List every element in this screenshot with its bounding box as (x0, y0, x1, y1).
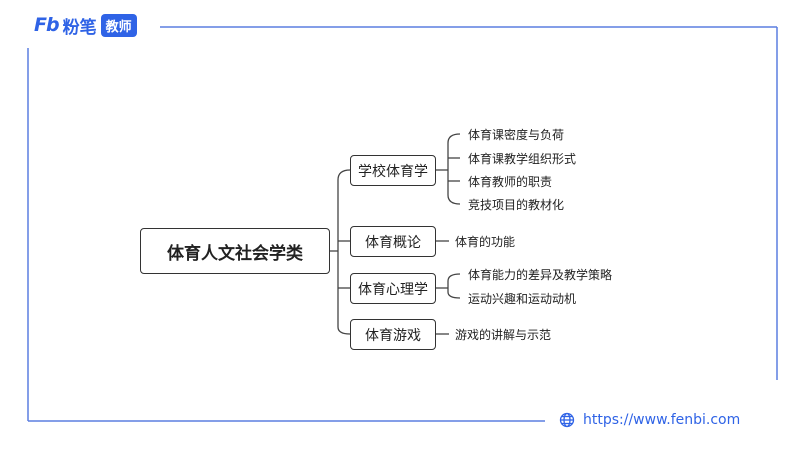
branch-pe-overview: 体育概论 (350, 226, 436, 257)
brand-name: 粉笔 (62, 17, 97, 38)
leaf-pe-functions: 体育的功能 (455, 235, 516, 249)
leaf-teacher-duties: 体育教师的职责 (468, 175, 553, 189)
footer-link[interactable]: https://www.fenbi.com (553, 409, 747, 431)
brand-logo: Fb 粉笔 教师 (34, 12, 145, 38)
brand-tag: 教师 (100, 13, 137, 37)
mindmap-root: 体育人文社会学类 (140, 228, 330, 274)
footer-url[interactable]: https://www.fenbi.com (583, 412, 741, 428)
globe-icon (559, 412, 575, 428)
branch-pe-games: 体育游戏 (350, 319, 436, 350)
leaf-ability-differences: 体育能力的差异及教学策略 (468, 268, 613, 282)
leaf-class-organization: 体育课教学组织形式 (468, 152, 577, 166)
leaf-game-explanation: 游戏的讲解与示范 (455, 328, 552, 342)
logo-mark: Fb (34, 14, 60, 36)
branch-pe-psychology: 体育心理学 (350, 273, 436, 304)
leaf-class-density: 体育课密度与负荷 (468, 128, 565, 142)
branch-school-pe: 学校体育学 (350, 155, 436, 186)
leaf-sport-teaching-material: 竞技项目的教材化 (468, 198, 565, 212)
leaf-interest-motivation: 运动兴趣和运动动机 (468, 292, 577, 306)
